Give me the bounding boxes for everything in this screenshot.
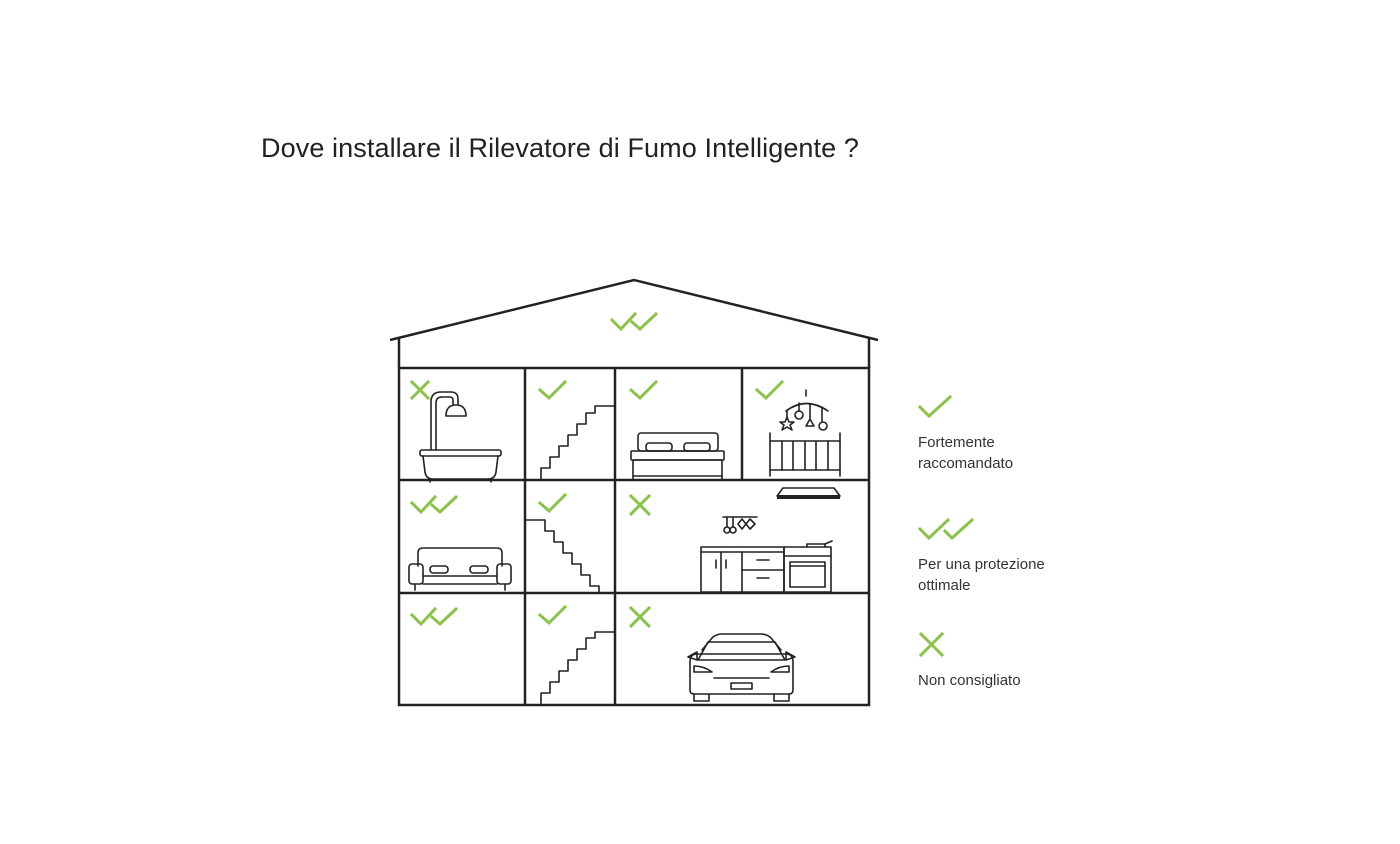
stairs-bottom-check-icon	[537, 604, 568, 626]
bedroom-check-icon	[628, 379, 659, 401]
bathtub-shower-icon	[419, 391, 502, 483]
basement-double-check-icon	[409, 606, 459, 627]
legend-item-not-recommended: Non consigliato	[918, 632, 1078, 691]
garage-cross-icon	[628, 605, 652, 629]
legend-label: Fortemente raccomandato	[918, 434, 1014, 472]
check-icon	[918, 394, 953, 419]
stairs-middle-check-icon	[537, 492, 568, 514]
car-icon	[687, 633, 796, 702]
roof	[389, 278, 879, 342]
living-room-double-check-icon	[409, 494, 459, 515]
double-check-icon	[918, 517, 975, 541]
nursery-check-icon	[754, 379, 785, 401]
kitchen-icon	[700, 487, 841, 593]
stairs-icon	[525, 519, 600, 593]
legend-item-optimal: Per una protezione ottimale	[918, 516, 1078, 596]
legend-item-recommended: Fortemente raccomandato	[918, 394, 1078, 474]
bathroom-cross-icon	[409, 379, 431, 401]
stairs-icon	[540, 631, 615, 705]
cross-icon	[918, 632, 945, 658]
sofa-icon	[408, 547, 512, 591]
legend-label: Per una protezione ottimale	[918, 556, 1045, 594]
stairs-icon	[540, 405, 615, 480]
stairs-top-check-icon	[537, 379, 568, 401]
page-title: Dove installare il Rilevatore di Fumo In…	[261, 133, 859, 163]
attic-double-check-icon	[609, 311, 659, 332]
crib-icon	[769, 389, 841, 477]
house-frame	[397, 366, 871, 707]
bed-icon	[630, 432, 725, 480]
kitchen-cross-icon	[628, 493, 652, 517]
legend-label: Non consigliato	[918, 672, 1021, 689]
